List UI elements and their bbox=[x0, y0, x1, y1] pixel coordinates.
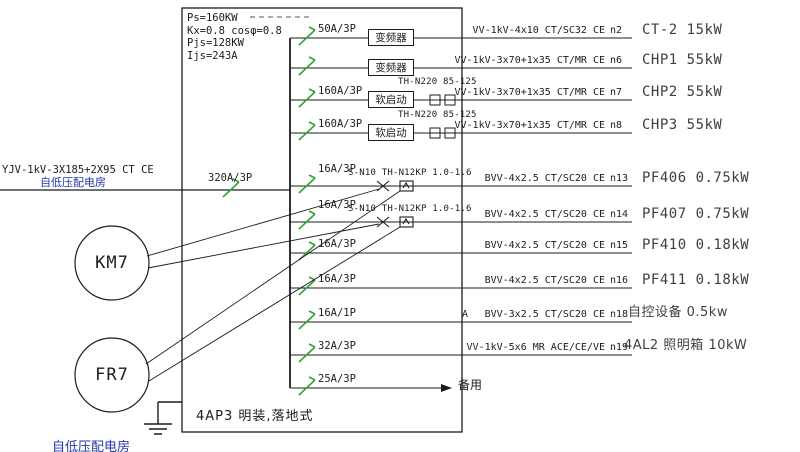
incoming-breaker-rating: 320A/3P bbox=[208, 172, 253, 184]
vfd-box: 变频器 bbox=[368, 59, 414, 76]
load-label: PF406 0.75kW bbox=[642, 170, 750, 186]
load-label: CHP3 55kW bbox=[642, 117, 723, 133]
branch-breaker-rating: 32A/3P bbox=[318, 340, 356, 352]
cable-spec: BVV-4x2.5 CT/SC20 CE bbox=[484, 209, 605, 220]
breaker-symbol bbox=[298, 276, 316, 296]
cable-spec: VV-1kV-5x6 MR ACE/CE/VE bbox=[466, 342, 605, 353]
cable-spec: BVV-4x2.5 CT/SC20 CE bbox=[484, 173, 605, 184]
cable-spec: BVV-3x2.5 CT/SC20 CE bbox=[484, 309, 605, 320]
spare-label: 备用 bbox=[458, 378, 483, 392]
contactor-relay-setting: S-N10 TH-N12KP 1.0-1.6 bbox=[348, 168, 472, 178]
load-label: CHP1 55kW bbox=[642, 52, 723, 68]
fr7-circle bbox=[74, 337, 150, 413]
branch-breaker-rating: 25A/3P bbox=[318, 373, 356, 385]
breaker-symbol bbox=[298, 210, 316, 230]
branch-breaker-rating: 16A/3P bbox=[318, 199, 356, 211]
device-label: 软启动 bbox=[375, 127, 407, 139]
param-kx: Kx=0.8 cosφ=0.8 bbox=[187, 24, 282, 37]
circuit-number: n14 bbox=[610, 209, 629, 220]
breaker-symbol bbox=[298, 26, 316, 46]
circuit-number: n15 bbox=[610, 240, 629, 251]
panel-name-label: 4AP3 明装,落地式 bbox=[196, 409, 314, 424]
param-ps: Ps=160KW bbox=[187, 12, 238, 24]
breaker-symbol bbox=[298, 376, 316, 396]
vfd-box: 变频器 bbox=[368, 29, 414, 46]
circuit-number: n16 bbox=[610, 275, 629, 286]
relay-setting-label: TH-N220 85-125 bbox=[398, 77, 477, 87]
breaker-symbol bbox=[298, 310, 316, 330]
load-label: 自控设备 0.5kw bbox=[628, 305, 728, 320]
cable-spec: BVV-4x2.5 CT/SC20 CE bbox=[484, 275, 605, 286]
circuit-number: n18 bbox=[610, 309, 629, 320]
phase-marker: A bbox=[462, 309, 469, 320]
circuit-number: n2 bbox=[610, 25, 623, 36]
branch-breaker-rating: 160A/3P bbox=[318, 118, 363, 130]
cable-spec: VV-1kV-4x10 CT/SC32 CE bbox=[472, 25, 605, 36]
param-ijs: Ijs=243A bbox=[187, 49, 238, 62]
device-label: 变频器 bbox=[375, 62, 407, 74]
breaker-symbol bbox=[298, 174, 316, 194]
panel-outline bbox=[181, 7, 463, 433]
cable-spec: VV-1kV-3x70+1x35 CT/MR CE bbox=[454, 87, 605, 98]
leader-lines bbox=[145, 188, 401, 382]
branch-breaker-rating: 16A/1P bbox=[318, 307, 356, 319]
load-label: PF407 0.75kW bbox=[642, 206, 750, 222]
load-label: PF411 0.18kW bbox=[642, 272, 750, 288]
relay-setting-label: TH-N220 85-125 bbox=[398, 110, 477, 120]
contactor-label: KM7 bbox=[95, 253, 129, 273]
param-pjs: Pjs=128KW bbox=[187, 37, 244, 49]
breaker-symbol bbox=[298, 121, 316, 141]
bottom-note: 自低压配电房 bbox=[52, 440, 131, 452]
branch-lines bbox=[290, 37, 632, 389]
load-label: CT-2 15kW bbox=[642, 22, 723, 38]
incoming-cable-spec: YJV-1kV-3X185+2X95 CT CE bbox=[2, 164, 154, 176]
soft-starter-box: 软启动 bbox=[368, 91, 414, 108]
circuit-number: n6 bbox=[610, 55, 623, 66]
branch-breaker-rating: 16A/3P bbox=[318, 238, 356, 250]
circuit-number: n19 bbox=[610, 342, 629, 353]
cable-spec: VV-1kV-3x70+1x35 CT/MR CE bbox=[454, 55, 605, 66]
branch-breaker-rating: 16A/3P bbox=[318, 273, 356, 285]
circuit-number: n7 bbox=[610, 87, 623, 98]
circuit-number: n8 bbox=[610, 120, 623, 131]
soft-starter-box: 软启动 bbox=[368, 124, 414, 141]
breaker-symbol bbox=[298, 88, 316, 108]
branch-breaker-rating: 50A/3P bbox=[318, 23, 356, 35]
load-label: 4AL2 照明箱 10kW bbox=[624, 338, 748, 353]
thermal-relay-label: FR7 bbox=[95, 365, 129, 385]
contactor-relay-setting: S-N10 TH-N12KP 1.0-1.6 bbox=[348, 204, 472, 214]
branch-breaker-rating: 160A/3P bbox=[318, 85, 363, 97]
cable-spec: VV-1kV-3x70+1x35 CT/MR CE bbox=[454, 120, 605, 131]
branch-breaker-rating: 16A/3P bbox=[318, 163, 356, 175]
incoming-source-label: 自低压配电房 bbox=[40, 176, 106, 189]
spare-arrow bbox=[441, 384, 452, 392]
cable-spec: BVV-4x2.5 CT/SC20 CE bbox=[484, 240, 605, 251]
breaker-symbol bbox=[298, 56, 316, 76]
ground-symbol bbox=[144, 401, 182, 435]
circuit-number: n13 bbox=[610, 173, 629, 184]
load-label: PF410 0.18kW bbox=[642, 237, 750, 253]
breaker-symbol bbox=[298, 343, 316, 363]
device-label: 变频器 bbox=[375, 32, 407, 44]
device-label: 软启动 bbox=[375, 94, 407, 106]
load-label: CHP2 55kW bbox=[642, 84, 723, 100]
km7-circle bbox=[74, 225, 150, 301]
panel-parameters: Ps=160KW Kx=0.8 cosφ=0.8 Pjs=128KW Ijs=2… bbox=[187, 12, 282, 62]
